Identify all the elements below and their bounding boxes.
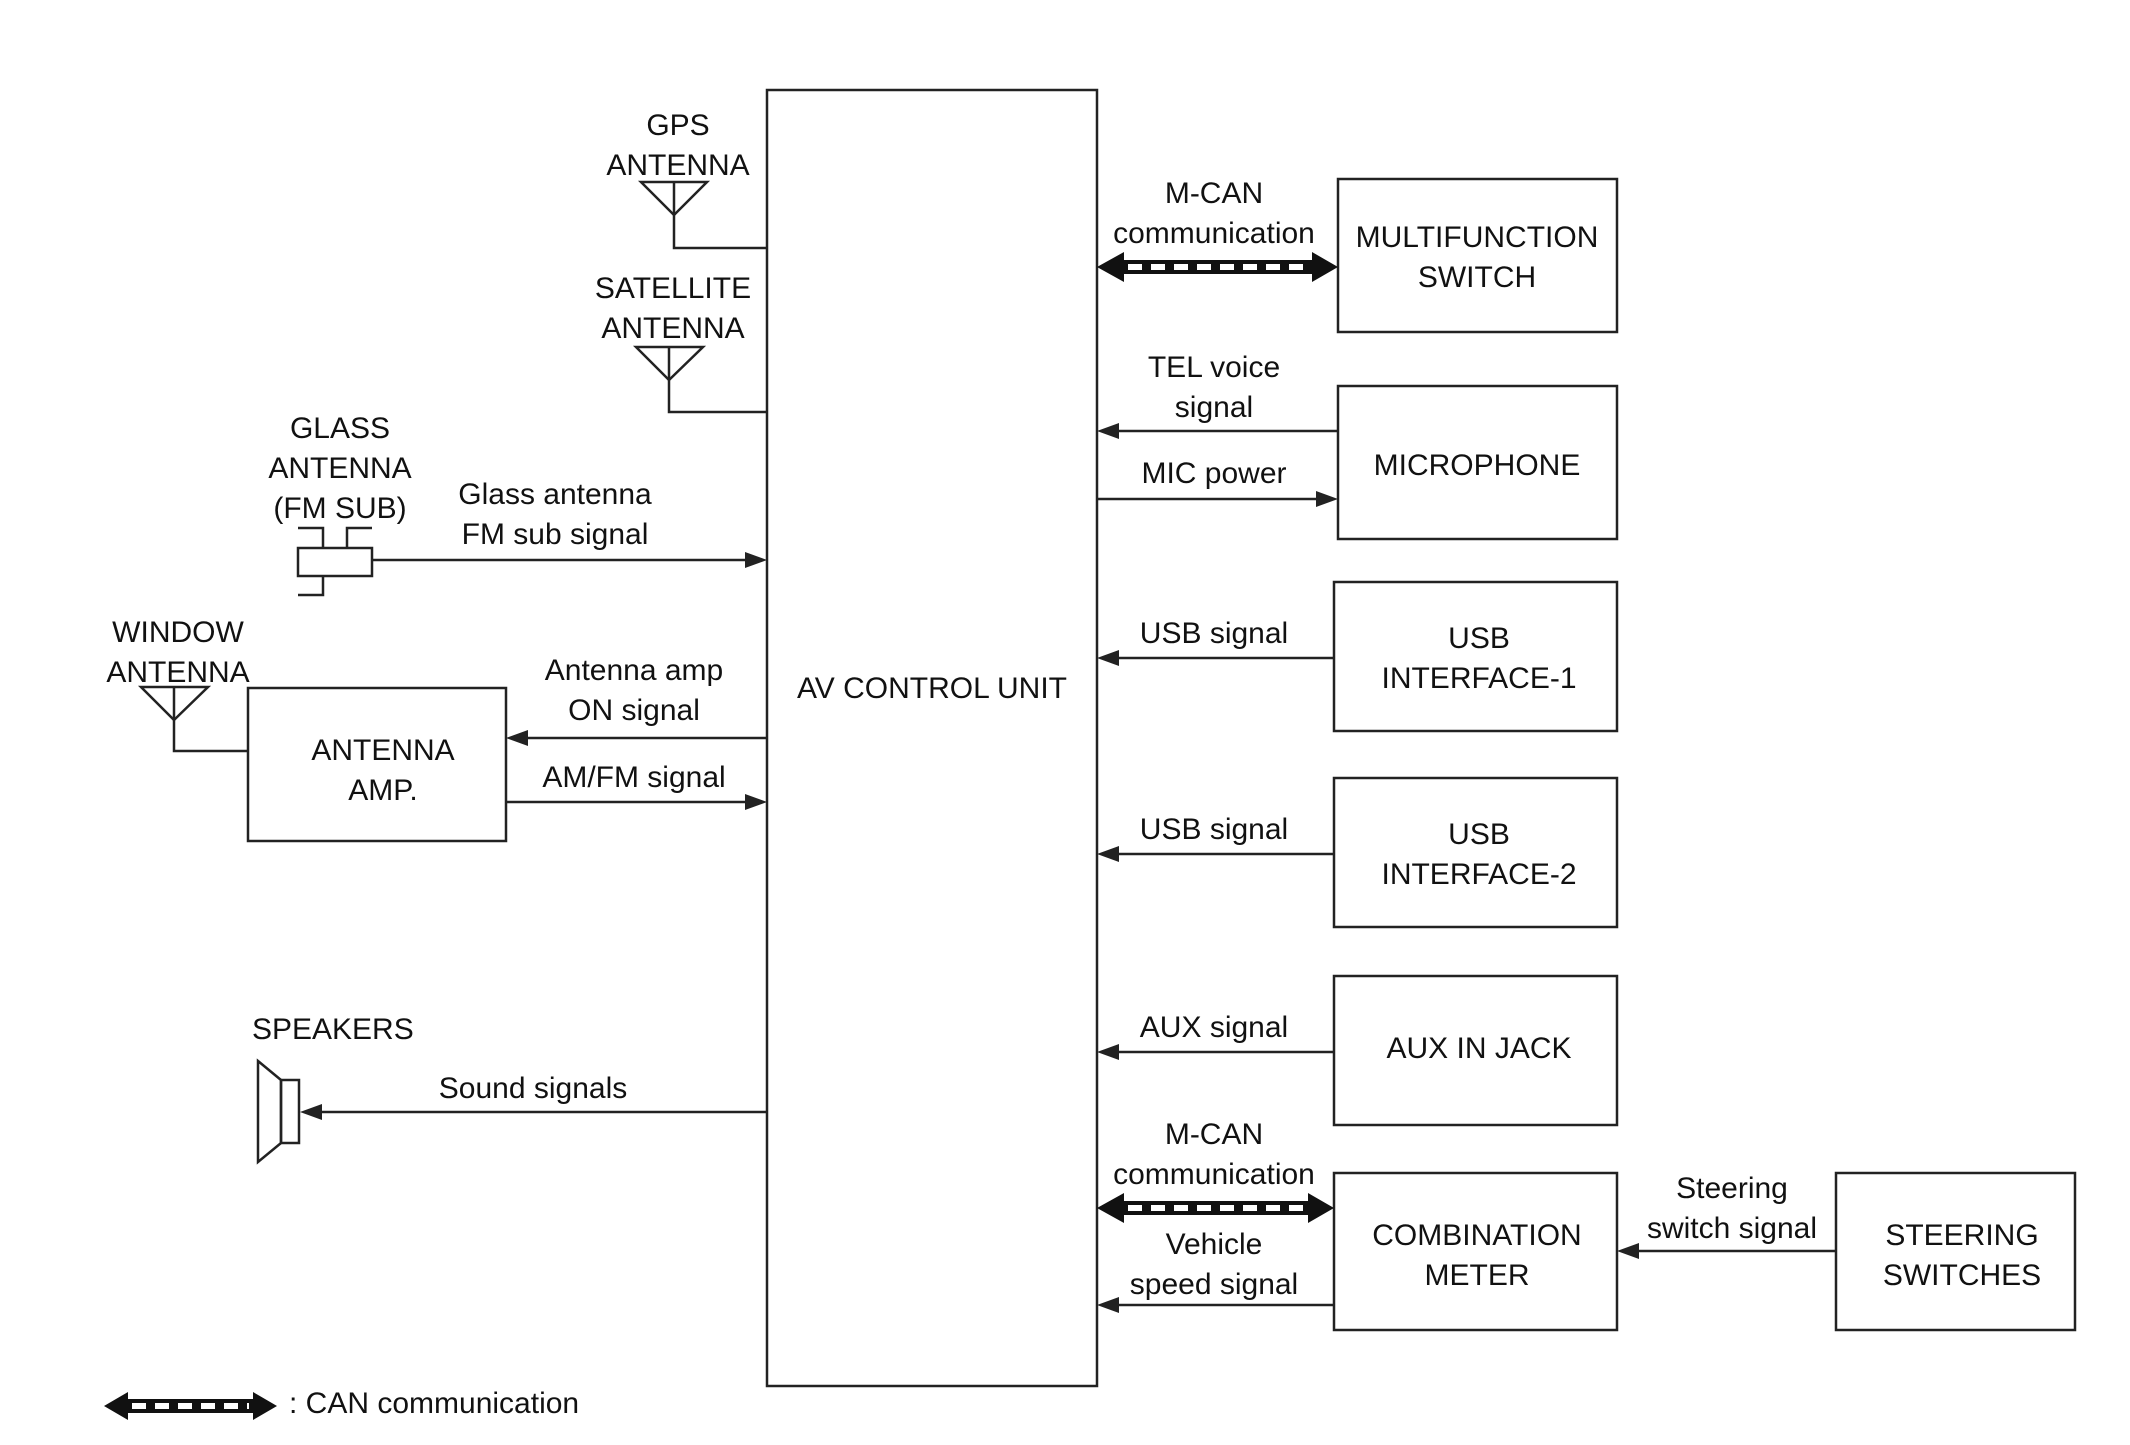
sound-signals-label: Sound signals (439, 1072, 627, 1105)
aux-in-jack-label: AUX IN JACK (1386, 1032, 1571, 1065)
arrowhead (745, 794, 767, 810)
combination-meter-label-1: COMBINATION (1372, 1219, 1581, 1252)
tel-voice-signal-label-2: signal (1175, 391, 1253, 424)
arrowhead (1097, 423, 1119, 439)
microphone-box (1336, 384, 1619, 541)
mic-power-label: MIC power (1141, 457, 1286, 490)
can-communication-legend-icon (104, 1392, 277, 1420)
glass-antenna-label-2: ANTENNA (268, 452, 411, 485)
vehicle-speed-signal-label-1: Vehicle (1166, 1228, 1263, 1261)
av-control-unit-box (765, 88, 1099, 1388)
arrowhead (300, 1104, 322, 1120)
combination-meter-box (1332, 1171, 1619, 1332)
aux-in-jack-box (1332, 974, 1619, 1127)
speaker-icon (256, 1058, 301, 1165)
gps-antenna-label-2: ANTENNA (606, 149, 749, 182)
glass-antenna-signal-label-2: FM sub signal (462, 518, 649, 551)
antenna-amp-label-2: AMP. (348, 774, 417, 807)
antenna-amp-box (246, 686, 508, 843)
arrowhead (506, 730, 528, 746)
m-can-arrow-multifunction (1097, 252, 1338, 282)
multifunction-switch-box (1336, 177, 1619, 334)
usb-signal-2-label: USB signal (1140, 813, 1288, 846)
multifunction-switch-label-1: MULTIFUNCTION (1356, 221, 1599, 254)
antenna-amp-label-1: ANTENNA (311, 734, 454, 767)
usb-interface-2-label-1: USB (1448, 818, 1510, 851)
gps-antenna-icon (637, 180, 767, 250)
usb-interface-1-label-1: USB (1448, 622, 1510, 655)
multifunction-switch-label-2: SWITCH (1418, 261, 1536, 294)
combination-meter-label-2: METER (1425, 1259, 1530, 1292)
arrowhead (1097, 650, 1119, 666)
m-can-combination-label-1: M-CAN (1165, 1118, 1263, 1151)
tel-voice-signal-label-1: TEL voice (1148, 351, 1280, 384)
legend-label: : CAN communication (289, 1387, 579, 1420)
usb-interface-1-label-2: INTERFACE-1 (1381, 662, 1576, 695)
steering-switch-signal-label-1: Steering (1676, 1172, 1788, 1205)
arrowhead (1316, 491, 1338, 507)
satellite-antenna-label-1: SATELLITE (595, 272, 751, 305)
glass-antenna-label-3: (FM SUB) (273, 492, 406, 525)
arrowhead (1097, 1297, 1119, 1313)
aux-signal-label: AUX signal (1140, 1011, 1288, 1044)
microphone-label: MICROPHONE (1374, 449, 1581, 482)
m-can-multifunction-label-2: communication (1113, 217, 1315, 250)
glass-antenna-signal-label-1: Glass antenna (458, 478, 652, 511)
arrowhead (1097, 846, 1119, 862)
arrowhead (1617, 1243, 1639, 1259)
usb-interface-2-label-2: INTERFACE-2 (1381, 858, 1576, 891)
glass-antenna-icon (296, 526, 374, 597)
arrowhead (1097, 1044, 1119, 1060)
usb-interface-2-box (1332, 776, 1619, 929)
vehicle-speed-signal-label-2: speed signal (1130, 1268, 1298, 1301)
satellite-antenna-icon (632, 345, 767, 414)
window-antenna-label-2: ANTENNA (106, 656, 249, 689)
antenna-amp-on-signal-label-2: ON signal (568, 694, 700, 727)
window-antenna-icon (137, 685, 248, 753)
av-control-unit-label: AV CONTROL UNIT (797, 672, 1067, 705)
steering-switches-label-2: SWITCHES (1883, 1259, 2041, 1292)
steering-switches-box (1834, 1171, 2077, 1332)
gps-antenna-label-1: GPS (646, 109, 709, 142)
usb-interface-1-box (1332, 580, 1619, 733)
m-can-arrow-combination (1097, 1193, 1334, 1223)
steering-switch-signal-label-2: switch signal (1647, 1212, 1817, 1245)
steering-switches-label-1: STEERING (1885, 1219, 2038, 1252)
satellite-antenna-label-2: ANTENNA (601, 312, 744, 345)
m-can-multifunction-label-1: M-CAN (1165, 177, 1263, 210)
window-antenna-label-1: WINDOW (112, 616, 244, 649)
arrowhead (745, 552, 767, 568)
usb-signal-1-label: USB signal (1140, 617, 1288, 650)
glass-antenna-label-1: GLASS (290, 412, 390, 445)
am-fm-signal-label: AM/FM signal (542, 761, 725, 794)
antenna-amp-on-signal-label-1: Antenna amp (545, 654, 723, 687)
speakers-label: SPEAKERS (252, 1013, 414, 1046)
m-can-combination-label-2: communication (1113, 1158, 1315, 1191)
